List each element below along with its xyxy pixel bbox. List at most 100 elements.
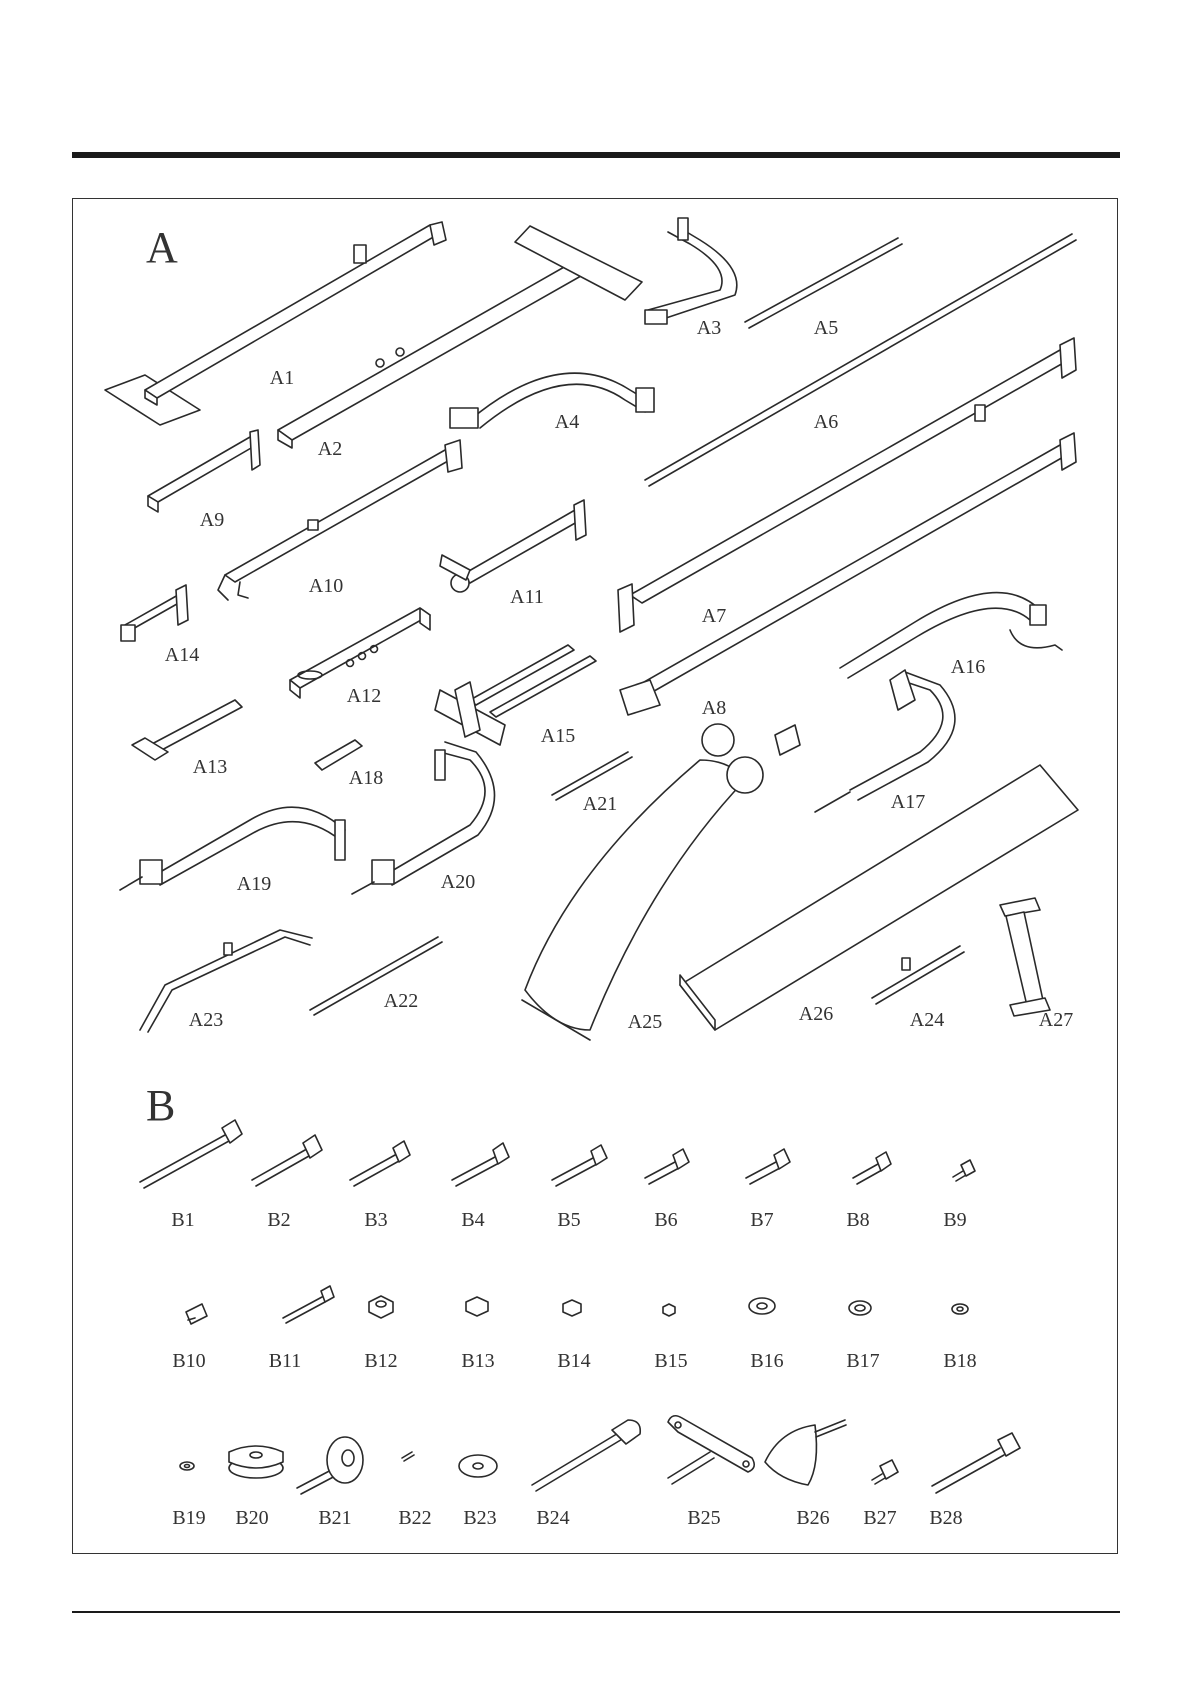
label-a2: A2 bbox=[318, 438, 342, 460]
section-b-title: B bbox=[146, 1081, 175, 1130]
part-b21-drawing bbox=[297, 1437, 363, 1494]
part-b1-drawing bbox=[140, 1120, 242, 1188]
part-a9-drawing bbox=[148, 430, 260, 512]
label-b3: B3 bbox=[364, 1209, 387, 1231]
label-a23: A23 bbox=[189, 1009, 223, 1031]
part-b7-drawing bbox=[746, 1149, 790, 1184]
part-b27-drawing bbox=[872, 1460, 898, 1484]
label-a16: A16 bbox=[951, 656, 985, 678]
label-a15: A15 bbox=[541, 725, 575, 747]
part-b3-drawing bbox=[350, 1141, 410, 1186]
label-b8: B8 bbox=[846, 1209, 869, 1231]
label-a21: A21 bbox=[583, 793, 617, 815]
label-b11: B11 bbox=[269, 1350, 302, 1372]
label-a14: A14 bbox=[165, 644, 199, 666]
label-a19: A19 bbox=[237, 873, 271, 895]
part-a26-drawing bbox=[680, 765, 1078, 1030]
label-a11: A11 bbox=[510, 586, 544, 608]
label-b23: B23 bbox=[463, 1507, 496, 1529]
label-a7: A7 bbox=[702, 605, 726, 627]
part-a6-drawing bbox=[645, 234, 1076, 486]
label-b28: B28 bbox=[929, 1507, 962, 1529]
label-b21: B21 bbox=[318, 1507, 351, 1529]
label-b13: B13 bbox=[461, 1350, 494, 1372]
part-b18-drawing bbox=[952, 1304, 968, 1314]
part-a24-drawing bbox=[872, 946, 964, 1004]
part-b25-drawing bbox=[668, 1416, 754, 1484]
part-b23-drawing bbox=[459, 1455, 497, 1477]
label-a13: A13 bbox=[193, 756, 227, 778]
part-a13-drawing bbox=[132, 700, 242, 760]
part-b13-drawing bbox=[466, 1297, 488, 1316]
label-a3: A3 bbox=[697, 317, 721, 339]
part-b9-drawing bbox=[953, 1160, 975, 1181]
label-a18: A18 bbox=[349, 767, 383, 789]
part-b16-drawing bbox=[749, 1298, 775, 1314]
label-a26: A26 bbox=[799, 1003, 833, 1025]
label-b14: B14 bbox=[557, 1350, 590, 1372]
label-a8: A8 bbox=[702, 697, 726, 719]
part-b5-drawing bbox=[552, 1145, 607, 1186]
label-a12: A12 bbox=[347, 685, 381, 707]
label-b5: B5 bbox=[557, 1209, 580, 1231]
label-a4: A4 bbox=[555, 411, 579, 433]
part-b2-drawing bbox=[252, 1135, 322, 1186]
part-a4-drawing bbox=[450, 373, 654, 428]
label-b17: B17 bbox=[846, 1350, 879, 1372]
part-a27-drawing bbox=[1000, 898, 1050, 1016]
label-b1: B1 bbox=[171, 1209, 194, 1231]
part-b26-drawing bbox=[765, 1420, 846, 1485]
label-b12: B12 bbox=[364, 1350, 397, 1372]
label-a17: A17 bbox=[891, 791, 925, 813]
label-a20: A20 bbox=[441, 871, 475, 893]
part-b24-drawing bbox=[532, 1420, 640, 1491]
part-a14-drawing bbox=[121, 585, 188, 641]
label-b4: B4 bbox=[461, 1209, 484, 1231]
label-a22: A22 bbox=[384, 990, 418, 1012]
part-b4-drawing bbox=[452, 1143, 509, 1186]
label-b20: B20 bbox=[235, 1507, 268, 1529]
label-b10: B10 bbox=[172, 1350, 205, 1372]
label-b19: B19 bbox=[172, 1507, 205, 1529]
part-b12-drawing bbox=[369, 1296, 393, 1318]
part-b15-drawing bbox=[663, 1304, 675, 1316]
part-a11-drawing bbox=[440, 500, 586, 592]
part-b28-drawing bbox=[932, 1433, 1020, 1493]
label-b27: B27 bbox=[863, 1507, 896, 1529]
label-b6: B6 bbox=[654, 1209, 677, 1231]
label-b26: B26 bbox=[796, 1507, 829, 1529]
label-b25: B25 bbox=[687, 1507, 720, 1529]
label-b22: B22 bbox=[398, 1507, 431, 1529]
part-a22-drawing bbox=[310, 937, 442, 1015]
label-a27: A27 bbox=[1039, 1009, 1073, 1031]
label-b7: B7 bbox=[750, 1209, 773, 1231]
part-b10-drawing bbox=[186, 1304, 207, 1324]
part-b22-drawing bbox=[402, 1452, 414, 1461]
part-b11-drawing bbox=[283, 1286, 334, 1323]
part-b14-drawing bbox=[563, 1300, 581, 1316]
part-a19-drawing bbox=[120, 807, 345, 890]
part-b6-drawing bbox=[645, 1149, 689, 1184]
label-a6: A6 bbox=[814, 411, 838, 433]
part-a17-drawing bbox=[815, 670, 955, 812]
part-a18-drawing bbox=[315, 740, 362, 770]
label-a1: A1 bbox=[270, 367, 294, 389]
part-b20-drawing bbox=[229, 1446, 283, 1478]
part-a5-drawing bbox=[745, 238, 902, 328]
label-b16: B16 bbox=[750, 1350, 783, 1372]
label-a9: A9 bbox=[200, 509, 224, 531]
part-b19-drawing bbox=[180, 1462, 194, 1470]
label-a25: A25 bbox=[628, 1011, 662, 1033]
label-b2: B2 bbox=[267, 1209, 290, 1231]
part-b8-drawing bbox=[853, 1152, 891, 1184]
label-b24: B24 bbox=[536, 1507, 569, 1529]
label-a24: A24 bbox=[910, 1009, 944, 1031]
label-b9: B9 bbox=[943, 1209, 966, 1231]
label-b18: B18 bbox=[943, 1350, 976, 1372]
label-b15: B15 bbox=[654, 1350, 687, 1372]
section-a-title: A bbox=[146, 223, 178, 272]
label-a10: A10 bbox=[309, 575, 343, 597]
part-a23-drawing bbox=[140, 930, 312, 1032]
part-b17-drawing bbox=[849, 1301, 871, 1315]
